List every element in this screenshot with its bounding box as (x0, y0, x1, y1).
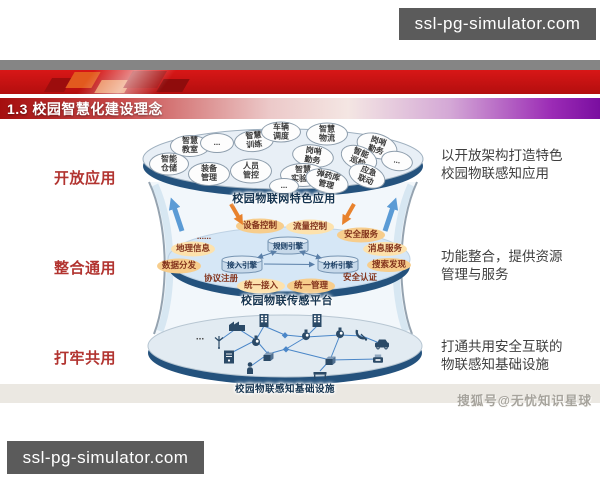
service-highlights (157, 218, 411, 294)
down-arrow-left (229, 203, 243, 225)
antenna-icon (214, 336, 224, 349)
sohu-watermark: 搜狐号@无忧知识星球 (457, 394, 592, 408)
layer-label-open-application: 开放应用 (54, 170, 117, 187)
layer-label-integration: 整合通用 (54, 260, 117, 277)
up-arrow-left (168, 197, 185, 232)
note-application: 以开放架构打造特色 校园物联感知应用 (441, 147, 597, 183)
note-line: 打通共用安全互联的 (441, 339, 563, 354)
camera-icon (336, 327, 344, 338)
person-icon (247, 362, 253, 374)
desk-icon (313, 372, 327, 379)
box-icon (263, 352, 274, 361)
layer-label-shared-foundation: 打牢共用 (54, 350, 117, 367)
down-arrow-right (342, 203, 356, 225)
server-icon (224, 350, 234, 364)
application-layer-banner: 校园物联网特色应用 (232, 193, 336, 205)
infrastructure-disc (147, 314, 423, 385)
note-platform: 功能整合，提供资源 管理与服务 (441, 248, 597, 284)
building-icon (312, 314, 322, 327)
note-line: 管理与服务 (441, 267, 509, 282)
note-line: 功能整合，提供资源 (441, 249, 563, 264)
footer-strip (0, 384, 600, 403)
engine-label: 分析引擎 (323, 260, 353, 270)
satellite-dish-icon (355, 329, 368, 341)
engine-cylinders (221, 236, 359, 274)
application-disc (142, 128, 424, 197)
site-watermark-bottom: ssl-pg-simulator.com (7, 441, 204, 474)
infrastructure-ellipsis: ... (195, 331, 205, 343)
camera-icon (302, 329, 310, 340)
header-gray-bar (0, 60, 600, 70)
car-icon (375, 339, 389, 350)
note-line: 以开放架构打造特色 (441, 148, 563, 163)
printer-icon (373, 354, 383, 363)
up-arrow-right (382, 197, 399, 232)
section-title-bar: 1.3 校园智慧化建设理念 (0, 98, 600, 119)
sensor-icons (214, 314, 389, 379)
note-line: 校园物联感知应用 (441, 166, 549, 181)
infrastructure-layer-banner: 校园物联感知基础设施 (234, 384, 336, 395)
platform-layer-banner: 校园物联传感平台 (241, 295, 333, 307)
header-red-band (0, 70, 600, 94)
factory-icon (229, 321, 245, 331)
site-watermark-top: ssl-pg-simulator.com (399, 8, 596, 40)
engine-label: 规则引擎 (273, 241, 303, 251)
platform-disc (167, 226, 411, 299)
engine-label: 接入引擎 (227, 260, 257, 270)
camera-icon (252, 335, 260, 346)
building-icon (259, 314, 269, 327)
box-icon (325, 356, 336, 365)
note-line: 物联感知基础设施 (441, 357, 549, 372)
engine-links (257, 250, 322, 268)
note-infrastructure: 打通共用安全互联的 物联感知基础设施 (441, 338, 597, 374)
section-title: 1.3 校园智慧化建设理念 (7, 100, 163, 117)
